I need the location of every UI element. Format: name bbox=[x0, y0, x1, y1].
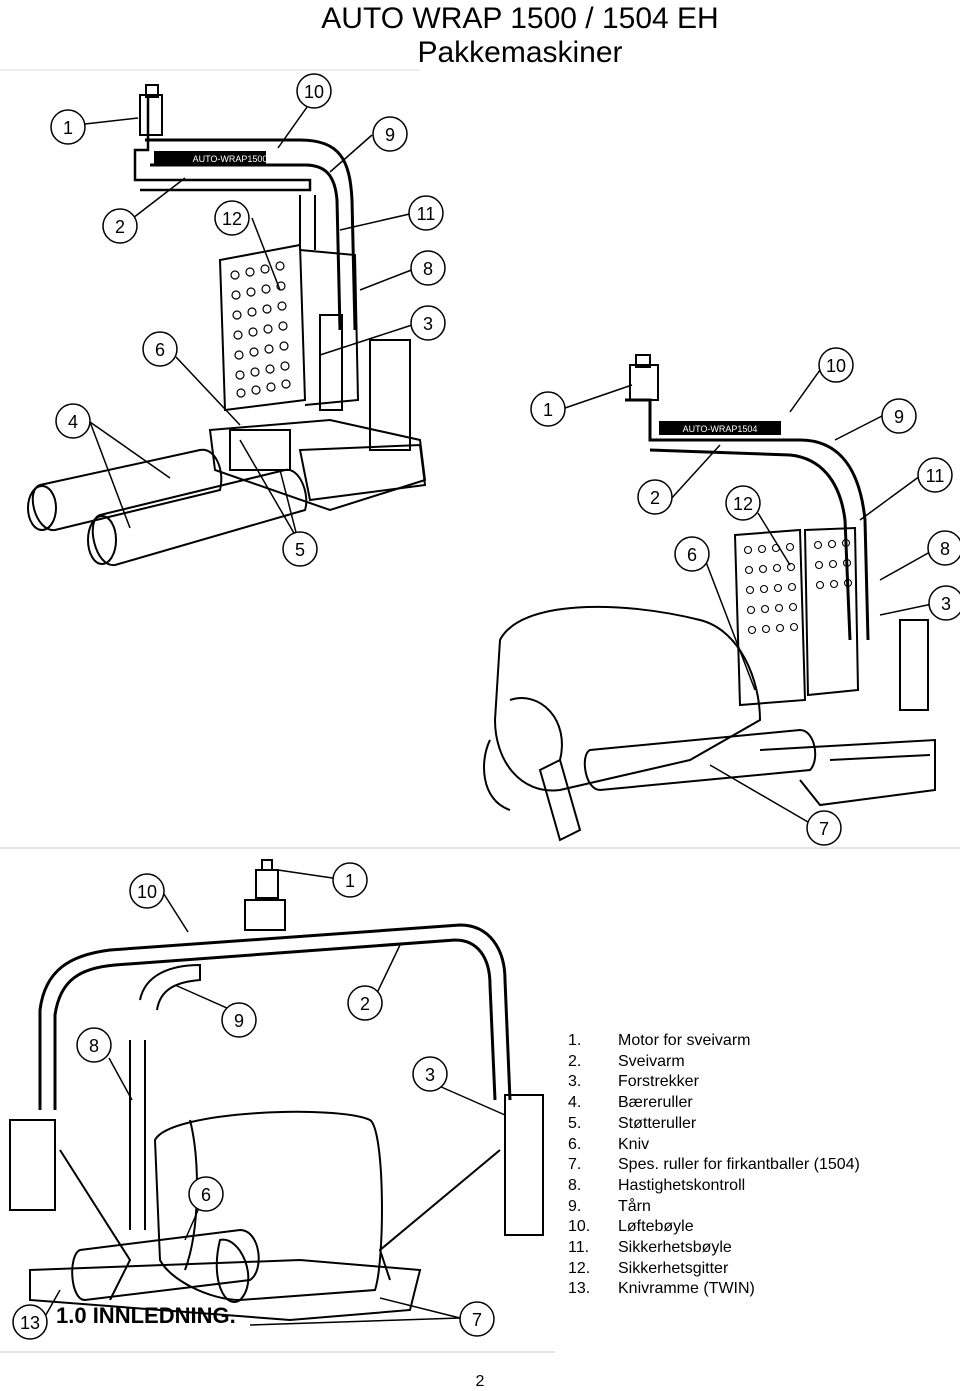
legend-item: 9.Tårn bbox=[568, 1197, 651, 1215]
fig3-callout-8: 8 bbox=[89, 1036, 99, 1056]
fig2-model-label: AUTO-WRAP1504 bbox=[683, 424, 758, 434]
fig2-callout-1: 1 bbox=[543, 400, 553, 420]
fig1-callout-12: 12 bbox=[222, 209, 242, 229]
fig3-callout-13: 13 bbox=[20, 1313, 40, 1333]
legend-item: 2.Sveivarm bbox=[568, 1052, 685, 1070]
fig2-callout-6: 6 bbox=[687, 545, 697, 565]
fig1-callout-2: 2 bbox=[115, 217, 125, 237]
figure-autowrap-1500: AUTO-WRAP1500 bbox=[27, 84, 427, 567]
fig1-callout-3: 3 bbox=[423, 314, 433, 334]
legend-item: 11.Sikkerhetsbøyle bbox=[568, 1239, 732, 1257]
parts-legend: 1.Motor for sveivarm 2.Sveivarm 3.Forstr… bbox=[568, 1031, 860, 1300]
figure-autowrap-1504: AUTO-WRAP1504 bbox=[483, 354, 936, 842]
fig3-callout-6: 6 bbox=[201, 1185, 211, 1205]
fig1-callout-8: 8 bbox=[423, 259, 433, 279]
fig2-callout-11: 11 bbox=[926, 466, 945, 486]
fig3-callout-7: 7 bbox=[472, 1310, 482, 1330]
legend-item: 7.Spes. ruller for firkantballer (1504) bbox=[568, 1156, 860, 1174]
fig3-callout-2: 2 bbox=[360, 994, 370, 1014]
fig2-callout-3: 3 bbox=[941, 594, 951, 614]
callout-circles bbox=[12, 73, 960, 1340]
fig2-callout-12: 12 bbox=[733, 494, 753, 514]
fig3-callout-3: 3 bbox=[425, 1065, 435, 1085]
fig3-callout-9: 9 bbox=[234, 1011, 244, 1031]
fig2-callout-10: 10 bbox=[826, 356, 846, 376]
legend-item: 5.Støtteruller bbox=[568, 1114, 697, 1132]
legend-item: 4.Bæreruller bbox=[568, 1094, 693, 1112]
figure-rear-view bbox=[9, 859, 544, 1322]
legend-item: 12.Sikkerhetsgitter bbox=[568, 1259, 729, 1277]
legend-item: 8.Hastighetskontroll bbox=[568, 1176, 746, 1194]
fig1-model-label: AUTO-WRAP1500 bbox=[193, 154, 268, 164]
legend-item: 13.Knivramme (TWIN) bbox=[568, 1280, 755, 1298]
section-heading: 1.0 INNLEDNING. bbox=[56, 1303, 236, 1328]
page-number: 2 bbox=[475, 1373, 485, 1390]
fig2-callout-2: 2 bbox=[650, 488, 660, 508]
callout-numbers: 1 2 3 4 5 6 8 9 10 11 12 1 2 3 6 7 8 9 1… bbox=[20, 82, 951, 1333]
fig1-callout-11: 11 bbox=[417, 204, 436, 224]
legend-item: 10.Løftebøyle bbox=[568, 1218, 694, 1236]
fig3-callout-1: 1 bbox=[345, 871, 355, 891]
legend-item: 6.Kniv bbox=[568, 1135, 650, 1153]
legend-item: 3.Forstrekker bbox=[568, 1073, 699, 1091]
fig1-callout-10: 10 bbox=[304, 82, 324, 102]
fig1-callout-5: 5 bbox=[295, 540, 305, 560]
legend-item: 1.Motor for sveivarm bbox=[568, 1032, 751, 1049]
fig2-callout-7: 7 bbox=[819, 819, 829, 839]
fig1-callout-1: 1 bbox=[63, 118, 73, 138]
document-subtitle: Pakkemaskiner bbox=[417, 36, 623, 69]
document-title: AUTO WRAP 1500 / 1504 EH bbox=[321, 2, 719, 35]
fig1-callout-4: 4 bbox=[68, 412, 78, 432]
fig3-callout-10: 10 bbox=[137, 882, 157, 902]
fig2-callout-9: 9 bbox=[894, 407, 904, 427]
fig1-callout-9: 9 bbox=[385, 125, 395, 145]
fig2-callout-8: 8 bbox=[940, 539, 950, 559]
fig1-callout-6: 6 bbox=[155, 340, 165, 360]
